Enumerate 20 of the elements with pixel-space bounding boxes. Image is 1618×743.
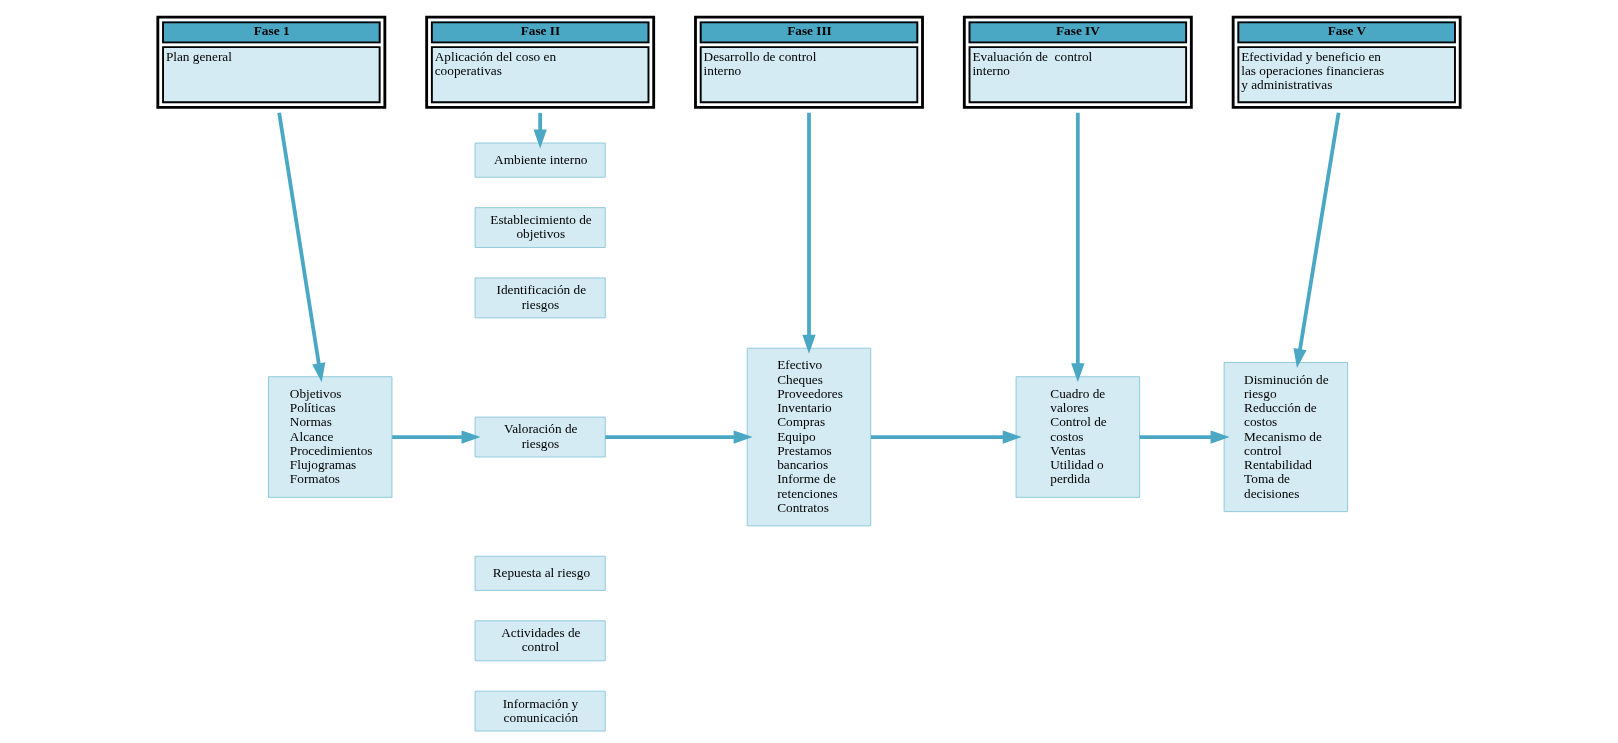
arrow: [1071, 112, 1085, 383]
arrow: [802, 112, 816, 354]
node-box: Efectivo Cheques Proveedores Inventario Compras Equipo Prestamos bancarios Informe de retenciones Contratos: [746, 347, 872, 527]
arrow: [1139, 430, 1230, 444]
arrow: [1293, 112, 1341, 368]
node-box: Disminución de riesgo Reducción de costos Mecanismo de control Rentabilidad Toma de decisiones: [1223, 362, 1349, 513]
arrow: [605, 430, 753, 444]
node-box: Repuesta al riesgo: [474, 555, 606, 591]
arrow: [870, 430, 1022, 444]
arrow: [392, 430, 481, 444]
node-box: Información y comunicación: [474, 690, 606, 732]
node-box: Actividades de control: [474, 620, 606, 662]
node-box: Valoración de riesgos: [474, 416, 606, 458]
node-box: Identificación de riesgos: [474, 277, 606, 319]
node-box: Objetivos Políticas Normas Alcance Procedimientos Flujogramas Formatos: [268, 376, 393, 498]
node-box: Ambiente interno: [474, 142, 606, 178]
arrow: [277, 112, 326, 383]
node-box: Cuadro de valores Control de costos Ventas Utilidad o perdida: [1015, 376, 1141, 498]
arrow: [533, 112, 547, 149]
node-box: Establecimiento de objetivos: [474, 207, 606, 248]
